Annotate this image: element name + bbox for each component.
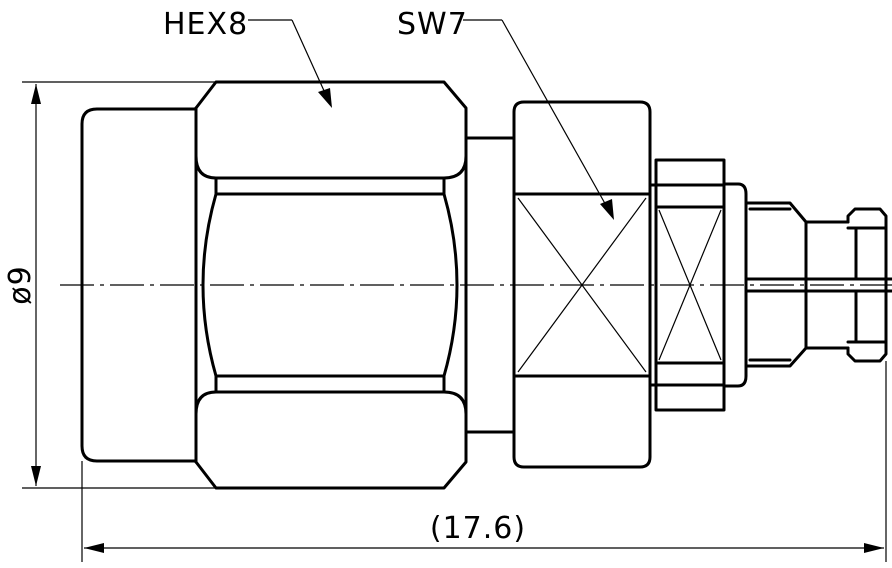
hex8-nut <box>194 80 468 490</box>
sw7-label: SW7 <box>397 7 468 42</box>
small-nut <box>648 158 726 412</box>
hex8-label: HEX8 <box>163 7 248 42</box>
hex8-leader <box>248 19 332 108</box>
sw7-leader <box>463 19 614 220</box>
length-label: (17.6) <box>430 511 526 546</box>
diameter-dimension <box>22 81 216 489</box>
length-dimension <box>81 361 887 562</box>
socket-tip <box>846 207 888 363</box>
socket-body <box>744 201 892 368</box>
diameter-label: ø9 <box>3 265 38 304</box>
neck <box>464 136 516 434</box>
cap-body <box>80 107 198 463</box>
sw7-body <box>512 100 652 469</box>
